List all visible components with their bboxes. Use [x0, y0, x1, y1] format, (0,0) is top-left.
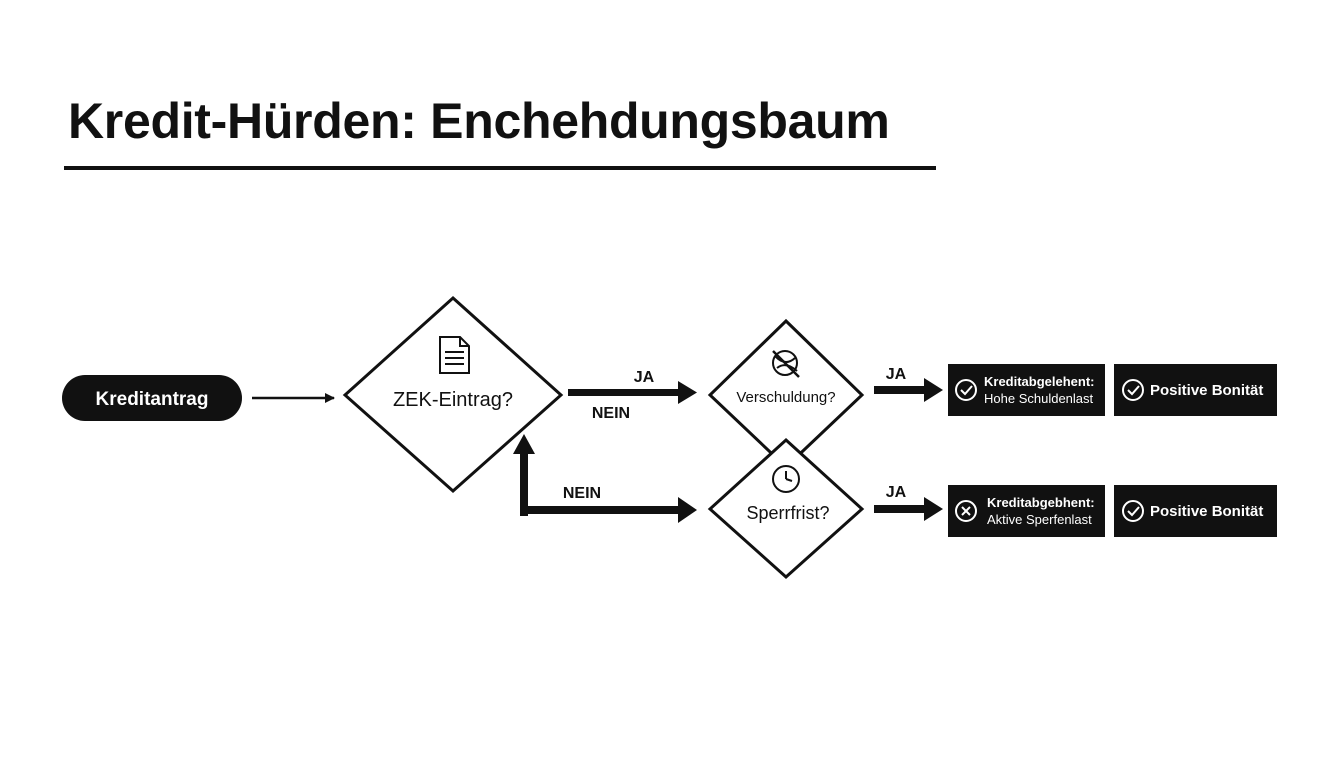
decision-zek-label: ZEK-Eintrag?: [393, 389, 513, 411]
check-circle-icon: [955, 379, 977, 401]
outcome-rejected-debt-line2: Hohe Schuldenlast: [984, 391, 1094, 406]
outcome-rejected-debt-line1: Kreditabgelehent:: [984, 374, 1095, 389]
document-icon: [439, 336, 470, 374]
edge-sperrfrist-outcome: [874, 497, 943, 521]
decision-verschuldung-label: Verschuldung?: [736, 389, 835, 406]
decision-sperrfrist: Sperrfrist?: [707, 437, 865, 580]
outcome-positive-top-label: Positive Bonität: [1150, 382, 1263, 399]
edge-zek-verschuldung: [568, 381, 697, 404]
start-node-kreditantrag: Kreditantrag: [62, 375, 242, 421]
outcome-rejected-block-line1: Kreditabgebhent:: [987, 495, 1095, 510]
edge-label-zek-ja: JA: [634, 369, 655, 386]
edge-label-zek-nein-top: NEIN: [592, 405, 630, 422]
x-circle-icon: [955, 500, 977, 522]
start-label: Kreditantrag: [96, 389, 209, 410]
clock-icon: [772, 465, 800, 493]
outcome-rejected-block-line2: Aktive Sperfenlast: [987, 512, 1092, 527]
page-title: Kredit-Hürden: Enchehdungsbaum: [68, 93, 890, 149]
outcome-positive-top: Positive Bonität: [1114, 364, 1277, 416]
edge-label-verschuldung-ja: JA: [886, 366, 907, 383]
outcome-rejected-debt: Kreditabgelehent: Hohe Schuldenlast: [948, 364, 1105, 416]
edge-label-sperrfrist-ja: JA: [886, 484, 907, 501]
title-underline: [64, 166, 936, 170]
decision-zek-eintrag: ZEK-Eintrag?: [342, 295, 564, 494]
outcome-rejected-block: Kreditabgebhent: Aktive Sperfenlast: [948, 485, 1105, 537]
outcome-positive-bottom-label: Positive Bonität: [1150, 503, 1263, 520]
edge-zek-sperrfrist: [513, 434, 697, 523]
check-circle-icon: [1122, 500, 1144, 522]
check-circle-icon: [1122, 379, 1144, 401]
decision-sperrfrist-label: Sperrfrist?: [746, 503, 829, 523]
outcome-positive-bottom: Positive Bonität: [1114, 485, 1277, 537]
globe-money-icon: [772, 350, 800, 378]
edge-label-zek-nein-bottom: NEIN: [563, 485, 601, 502]
edge-verschuldung-outcome: [874, 378, 943, 402]
